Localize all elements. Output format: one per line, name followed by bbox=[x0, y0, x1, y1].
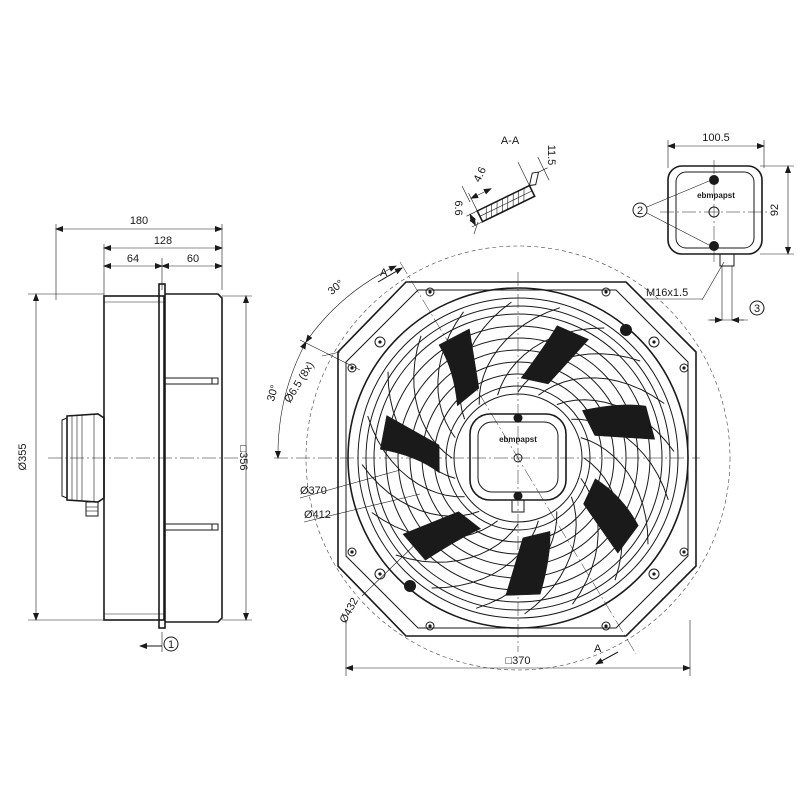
callout-2 bbox=[632, 202, 648, 218]
mount-hole-center bbox=[604, 624, 608, 628]
mount-hole bbox=[425, 621, 435, 631]
angle-arc-left bbox=[274, 341, 307, 459]
guard-spokes bbox=[361, 301, 675, 615]
section-cut-line bbox=[399, 261, 637, 655]
dim-355: Ø355 bbox=[17, 444, 29, 471]
mount-hole-center bbox=[682, 550, 686, 554]
guard-spoke bbox=[437, 311, 464, 438]
mount-hole bbox=[679, 547, 689, 557]
terminal-box-detail: 100.5 92 ebmpapst 2 M16x1.5 3 bbox=[632, 132, 794, 323]
mount-hole bbox=[347, 547, 357, 557]
brand-logo: ebmpapst bbox=[697, 191, 735, 200]
guard-spoke bbox=[367, 415, 465, 498]
box-width: 100.5 bbox=[702, 132, 730, 144]
impeller-blades bbox=[379, 325, 656, 596]
callout-1-label: 1 bbox=[168, 639, 174, 651]
impeller-blade bbox=[438, 328, 480, 407]
guard-spoke bbox=[517, 353, 641, 393]
mount-hole-center bbox=[350, 366, 354, 370]
dim-356: □356 bbox=[237, 446, 249, 471]
dim-front-370: □370 bbox=[506, 655, 531, 667]
guard-spoke bbox=[475, 511, 558, 609]
guard-spoke bbox=[571, 418, 669, 501]
guard-spoke bbox=[371, 512, 498, 539]
mount-hole-center bbox=[378, 572, 382, 576]
callout-3-label: 3 bbox=[754, 303, 760, 315]
guard-spoke bbox=[361, 464, 480, 517]
dim-432: Ø432 bbox=[338, 596, 361, 625]
guard-spoke bbox=[580, 437, 649, 545]
mount-hole-center bbox=[682, 366, 686, 370]
screw-icon bbox=[709, 175, 719, 185]
sec-dim-4-6: 4.6 bbox=[472, 165, 489, 184]
angle-left: 30° bbox=[265, 384, 281, 403]
inlet-nozzle bbox=[165, 293, 223, 623]
hole-spec: Ø6.5 (8x) bbox=[282, 360, 316, 405]
guard-spoke bbox=[497, 327, 605, 396]
guard-spoke bbox=[556, 399, 675, 452]
guard-spoke bbox=[478, 307, 561, 405]
impeller-blade bbox=[520, 325, 590, 385]
angle-arc-top bbox=[305, 265, 397, 343]
cable-gland bbox=[719, 253, 735, 267]
dim-64: 64 bbox=[127, 253, 139, 265]
box-height: 92 bbox=[769, 204, 781, 216]
mount-hole-center bbox=[350, 550, 354, 554]
terminal-box-outline bbox=[667, 165, 763, 255]
mount-hole bbox=[679, 363, 689, 373]
mount-hole-center bbox=[652, 572, 656, 576]
mount-hole bbox=[425, 287, 435, 297]
guard-spoke bbox=[387, 371, 456, 479]
guard-spoke bbox=[524, 496, 577, 615]
callout-3 bbox=[749, 300, 765, 316]
mount-hole-center bbox=[378, 340, 382, 344]
cable-gland-side bbox=[85, 501, 99, 517]
screw-icon bbox=[709, 241, 719, 251]
side-view: 180 128 64 60 Ø355 □356 bbox=[17, 215, 252, 652]
angle-top: 30° bbox=[326, 278, 346, 298]
impeller-blade bbox=[505, 531, 551, 596]
guard-spoke bbox=[413, 335, 453, 459]
callout-1 bbox=[163, 636, 179, 652]
sec-dim-6-6: 6.6 bbox=[452, 200, 464, 215]
mount-hole bbox=[648, 336, 660, 348]
sec-dim-11-5: 11.5 bbox=[545, 145, 557, 166]
mount-hole-center bbox=[604, 290, 608, 294]
mount-hole-center bbox=[652, 340, 656, 344]
cut-marker-top: A bbox=[380, 267, 388, 279]
guard-spoke bbox=[459, 301, 512, 420]
mounting-holes bbox=[347, 287, 689, 631]
mount-hole-center bbox=[428, 290, 432, 294]
mount-hole bbox=[648, 568, 660, 580]
mount-hole bbox=[601, 621, 611, 631]
mount-hole-center bbox=[428, 624, 432, 628]
front-view: ebmpapst A A 30° 30° Ø6.5 (8x) Ø370 Ø412… bbox=[265, 245, 731, 676]
mount-hole bbox=[601, 287, 611, 297]
guard-spoke bbox=[431, 520, 539, 589]
section-label: A-A bbox=[501, 135, 520, 147]
callout-2-label: 2 bbox=[637, 205, 643, 217]
guard-spoke bbox=[572, 478, 599, 605]
section-a-a: A-A 4.6 11.5 6. bbox=[452, 135, 557, 235]
terminal-box-side bbox=[66, 413, 105, 503]
fastener-icon bbox=[404, 580, 416, 592]
cut-marker-bottom: A bbox=[594, 643, 602, 655]
dim-128: 128 bbox=[154, 235, 172, 247]
mounting-flange bbox=[158, 283, 166, 629]
dim-412: Ø412 bbox=[304, 509, 331, 521]
guard-spoke bbox=[395, 523, 519, 563]
fastener-icon bbox=[620, 324, 632, 336]
impeller-blade bbox=[379, 415, 440, 474]
guard-spoke bbox=[538, 377, 665, 404]
gland-label: M16x1.5 bbox=[646, 287, 688, 299]
dim-60: 60 bbox=[187, 253, 199, 265]
dim-370: Ø370 bbox=[300, 485, 327, 497]
dim-180: 180 bbox=[130, 215, 148, 227]
impeller-blade bbox=[582, 404, 656, 440]
guard-spoke bbox=[583, 457, 623, 581]
flange-plate bbox=[337, 281, 697, 637]
